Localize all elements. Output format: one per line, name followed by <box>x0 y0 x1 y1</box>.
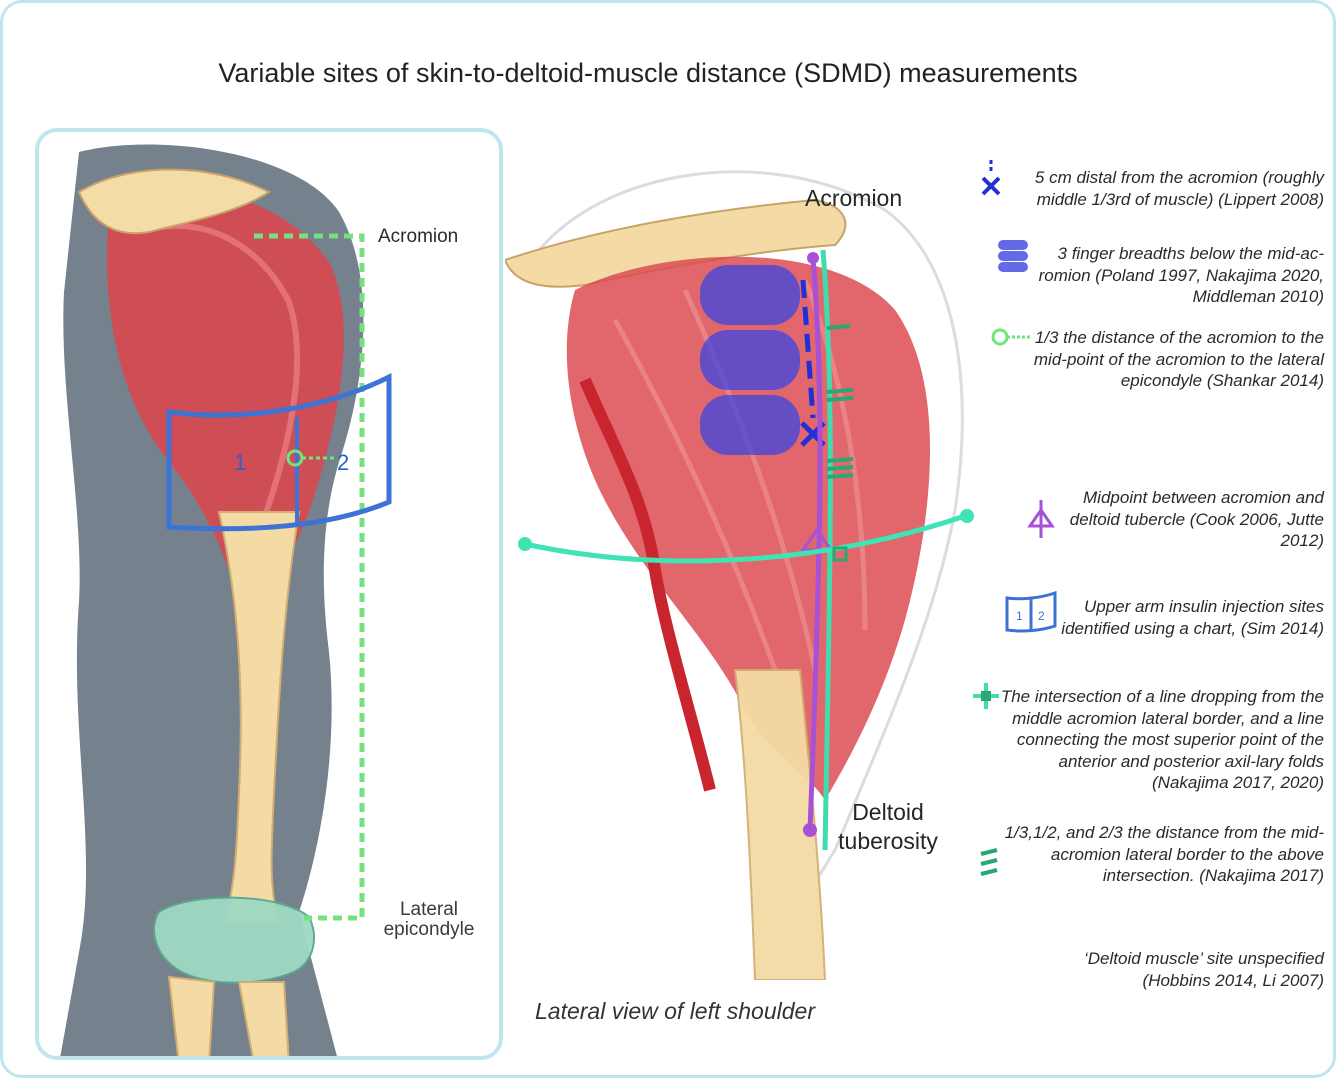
epicondyle-line-2: epicondyle <box>379 920 479 940</box>
tuberosity-label: Deltoid tuberosity <box>828 798 948 856</box>
tuberosity-point <box>803 823 817 837</box>
two-thirds-mark-2 <box>827 467 853 469</box>
tuberosity-line-1: Deltoid <box>828 798 948 827</box>
legend-item-nakajima-intersection: The intersection of a line dropping from… <box>999 686 1324 794</box>
inset-acromion-label: Acromion <box>378 226 458 248</box>
posterior-fold-point <box>960 509 974 523</box>
finger-1 <box>700 265 800 325</box>
zone-2-label: 2 <box>337 450 349 476</box>
elbow-cartilage <box>154 898 314 983</box>
figure-title: Variable sites of skin-to-deltoid-muscle… <box>0 58 1296 89</box>
finger-breadths <box>700 265 800 455</box>
legend-item-shankar: 1/3 the distance of the acromion to the … <box>1024 327 1324 392</box>
zone-1-label: 1 <box>234 450 246 476</box>
triangle-marker-icon <box>1026 500 1056 538</box>
finger-3 <box>700 395 800 455</box>
legend-item-sim: Upper arm insulin injection sites identi… <box>1059 596 1324 639</box>
legend-item-nakajima-thirds: 1/3,1/2, and 2/3 the distance from the m… <box>1004 822 1324 887</box>
legend-item-finger-breadths: 3 finger breadths below the mid-ac-romio… <box>1024 243 1324 308</box>
legend-item-lippert: 5 cm distal from the acromion (roughly m… <box>984 167 1324 210</box>
view-caption: Lateral view of left shoulder <box>535 998 815 1025</box>
anterior-fold-point <box>518 537 532 551</box>
two-thirds-mark-3 <box>827 475 853 477</box>
svg-text:1: 1 <box>1016 609 1023 623</box>
arm-inset-panel: 1 2 Acromion Lateral epicondyle <box>35 128 503 1060</box>
svg-text:2: 2 <box>1038 609 1045 623</box>
main-acromion-label: Acromion <box>805 184 902 213</box>
legend-item-unspecified: ‘Deltoid muscle’ site unspecified (Hobbi… <box>1044 948 1324 991</box>
injection-chart-icon: 1 2 <box>1004 590 1058 634</box>
legend-item-cook: Midpoint between acromion and deltoid tu… <box>1054 487 1324 552</box>
tuberosity-line-2: tuberosity <box>828 827 948 856</box>
acromion-point <box>807 252 819 264</box>
inset-epicondyle-label: Lateral epicondyle <box>379 900 479 940</box>
two-thirds-mark-1 <box>827 459 853 461</box>
triple-dash-icon <box>978 848 1000 878</box>
half-mark-2 <box>827 398 853 400</box>
finger-2 <box>700 330 800 390</box>
epicondyle-line-1: Lateral <box>379 900 479 920</box>
third-mark-1 <box>827 326 850 328</box>
half-mark-1 <box>827 390 853 392</box>
cross-square-icon <box>973 683 999 709</box>
